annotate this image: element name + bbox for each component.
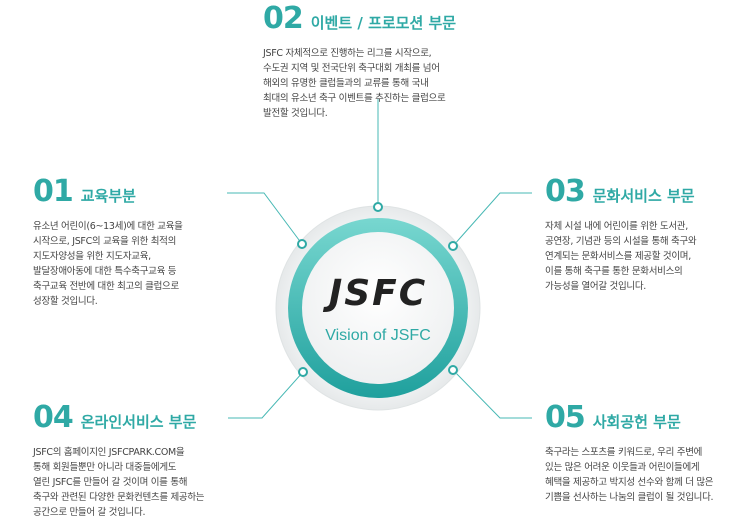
description-line: 지도자양성을 위한 지도자교육,: [33, 251, 151, 262]
section-heading: 02 이벤트 / 프로모션 부문: [263, 4, 493, 38]
node-05: [448, 365, 458, 375]
connector-03: [452, 192, 532, 247]
section-description: 자체 시설 내에 어린이를 위한 도서관, 공연장, 기념관 등의 시설을 통해…: [545, 219, 750, 294]
section-title: 사회공헌 부문: [592, 413, 681, 431]
description-line: 통해 회원들뿐만 아니라 대중들에게도: [33, 462, 177, 473]
section-number: 03: [545, 174, 586, 209]
description-line: 열린 JSFC를 만들어 갈 것이며 이를 통해: [33, 477, 188, 488]
node-02: [373, 202, 383, 212]
connector-05: [452, 369, 532, 419]
connector-nodes: [297, 202, 458, 377]
description-line: 최대의 유소년 축구 이벤트를 추진하는 클럽으로: [263, 93, 446, 104]
node-04: [298, 367, 308, 377]
section-culture-service: 03 문화서비스 부문 자체 시설 내에 어린이를 위한 도서관, 공연장, 기…: [545, 177, 750, 294]
description-line: JSFC 자체적으로 진행하는 리그를 시작으로,: [263, 48, 432, 59]
description-line: 축구라는 스포츠를 키워드로, 우리 주변에: [545, 447, 703, 458]
description-line: 수도권 지역 및 전국단위 축구대회 개최를 넘어: [263, 63, 440, 74]
section-description: 유소년 어린이(6~13세)에 대한 교육을 시작으로, JSFC의 교육을 위…: [33, 219, 243, 309]
section-heading: 04 온라인서비스 부문: [33, 403, 248, 437]
description-line: 축구교육 전반에 대한 최고의 클럽으로: [33, 281, 179, 292]
section-social-contribution: 05 사회공헌 부문 축구라는 스포츠를 키워드로, 우리 주변에 있는 많은 …: [545, 403, 750, 505]
description-line: JSFC의 홈페이지인 JSFCPARK.COM을: [33, 447, 185, 458]
description-line: 연계되는 문화서비스를 제공할 것이며,: [545, 251, 691, 262]
section-description: 축구라는 스포츠를 키워드로, 우리 주변에 있는 많은 어려운 이웃들과 어린…: [545, 445, 750, 505]
description-line: 해외의 유명한 클럽들과의 교류를 통해 국내: [263, 78, 429, 89]
description-line: 이를 통해 축구를 통한 문화서비스의: [545, 266, 683, 277]
connector-01: [227, 192, 303, 245]
section-number: 02: [263, 1, 304, 36]
description-line: 축구와 관련된 다양한 문화컨텐츠를 제공하는: [33, 492, 205, 503]
section-title: 온라인서비스 부문: [80, 413, 197, 431]
description-line: 혜택을 제공하고 박지성 선수와 함께 더 많은: [545, 477, 714, 488]
description-line: 시작으로, JSFC의 교육을 위한 최적의: [33, 236, 177, 247]
inner-disc: [302, 232, 454, 384]
description-line: 발전할 것입니다.: [263, 108, 328, 119]
node-03: [448, 241, 458, 251]
section-heading: 01 교육부분: [33, 177, 243, 211]
description-line: 자체 시설 내에 어린이를 위한 도서관,: [545, 221, 688, 232]
section-title: 이벤트 / 프로모션 부문: [310, 14, 457, 32]
description-line: 가능성을 열어갈 것입니다.: [545, 281, 646, 292]
node-01: [297, 239, 307, 249]
section-heading: 05 사회공헌 부문: [545, 403, 750, 437]
description-line: 공간으로 만들어 갈 것입니다.: [33, 507, 146, 518]
section-number: 05: [545, 400, 586, 435]
section-online-service: 04 온라인서비스 부문 JSFC의 홈페이지인 JSFCPARK.COM을 통…: [33, 403, 248, 520]
section-title: 문화서비스 부문: [592, 187, 695, 205]
connector-lines: [227, 99, 532, 419]
section-education: 01 교육부분 유소년 어린이(6~13세)에 대한 교육을 시작으로, JSF…: [33, 177, 243, 309]
center-logo: JSFC: [323, 273, 427, 314]
connector-04: [228, 371, 304, 419]
description-line: 공연장, 기념관 등의 시설을 통해 축구와: [545, 236, 697, 247]
section-description: JSFC의 홈페이지인 JSFCPARK.COM을 통해 회원들뿐만 아니라 대…: [33, 445, 248, 520]
section-number: 01: [33, 174, 74, 209]
description-line: 발달장애아동에 대한 특수축구교육 등: [33, 266, 177, 277]
section-number: 04: [33, 400, 74, 435]
description-line: 기쁨을 선사하는 나눔의 클럽이 될 것입니다.: [545, 492, 714, 503]
description-line: 있는 많은 어려운 이웃들과 어린이들에게: [545, 462, 700, 473]
description-line: 유소년 어린이(6~13세)에 대한 교육을: [33, 221, 183, 232]
description-line: 성장할 것입니다.: [33, 296, 98, 307]
section-event-promotion: 02 이벤트 / 프로모션 부문 JSFC 자체적으로 진행하는 리그를 시작으…: [263, 4, 493, 121]
section-heading: 03 문화서비스 부문: [545, 177, 750, 211]
center-subtitle: Vision of JSFC: [325, 327, 431, 344]
section-description: JSFC 자체적으로 진행하는 리그를 시작으로, 수도권 지역 및 전국단위 …: [263, 46, 493, 121]
section-title: 교육부분: [80, 187, 136, 205]
